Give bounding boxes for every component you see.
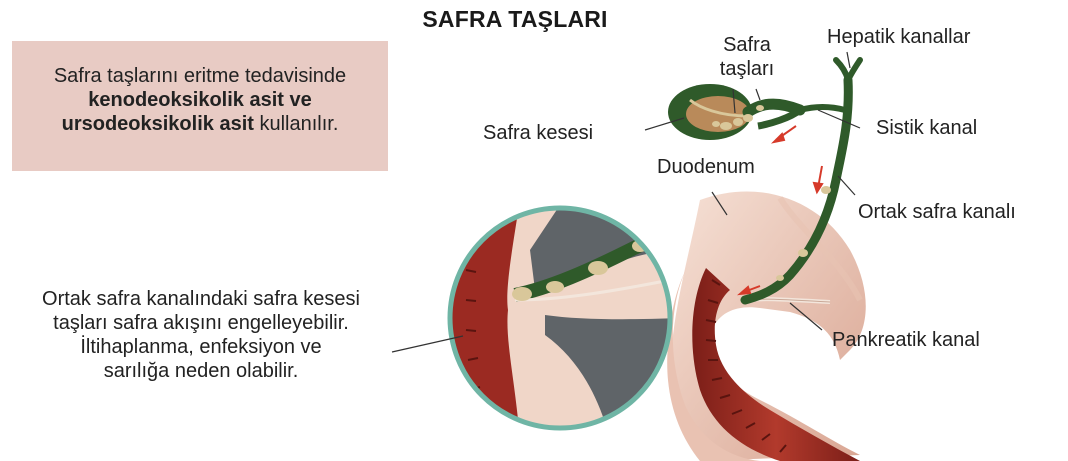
caption-line-2: taşları safra akışını engelleyebilir. — [6, 311, 396, 335]
label-duodenum: Duodenum — [657, 155, 755, 179]
label-gallstones-line2: taşları — [712, 57, 782, 81]
label-pancreatic-duct: Pankreatik kanal — [832, 328, 980, 352]
label-cystic-duct: Sistik kanal — [876, 116, 977, 140]
magnified-inset — [440, 200, 680, 440]
inset-caption: Ortak safra kanalındaki safra kesesi taş… — [6, 287, 396, 383]
caption-line-1: Ortak safra kanalındaki safra kesesi — [6, 287, 396, 311]
label-hepatic-ducts: Hepatik kanallar — [827, 25, 970, 49]
duodenum-shape — [667, 191, 866, 461]
label-common-bile-duct: Ortak safra kanalı — [858, 200, 1016, 224]
caption-line-3: İltihaplanma, enfeksiyon ve — [6, 335, 396, 359]
caption-line-4: sarılığa neden olabilir. — [6, 359, 396, 383]
label-gallstones: Safra taşları — [712, 33, 782, 81]
label-gallstones-line1: Safra — [712, 33, 782, 57]
label-gallbladder: Safra kesesi — [483, 121, 593, 145]
gallbladder-shape — [668, 84, 800, 140]
